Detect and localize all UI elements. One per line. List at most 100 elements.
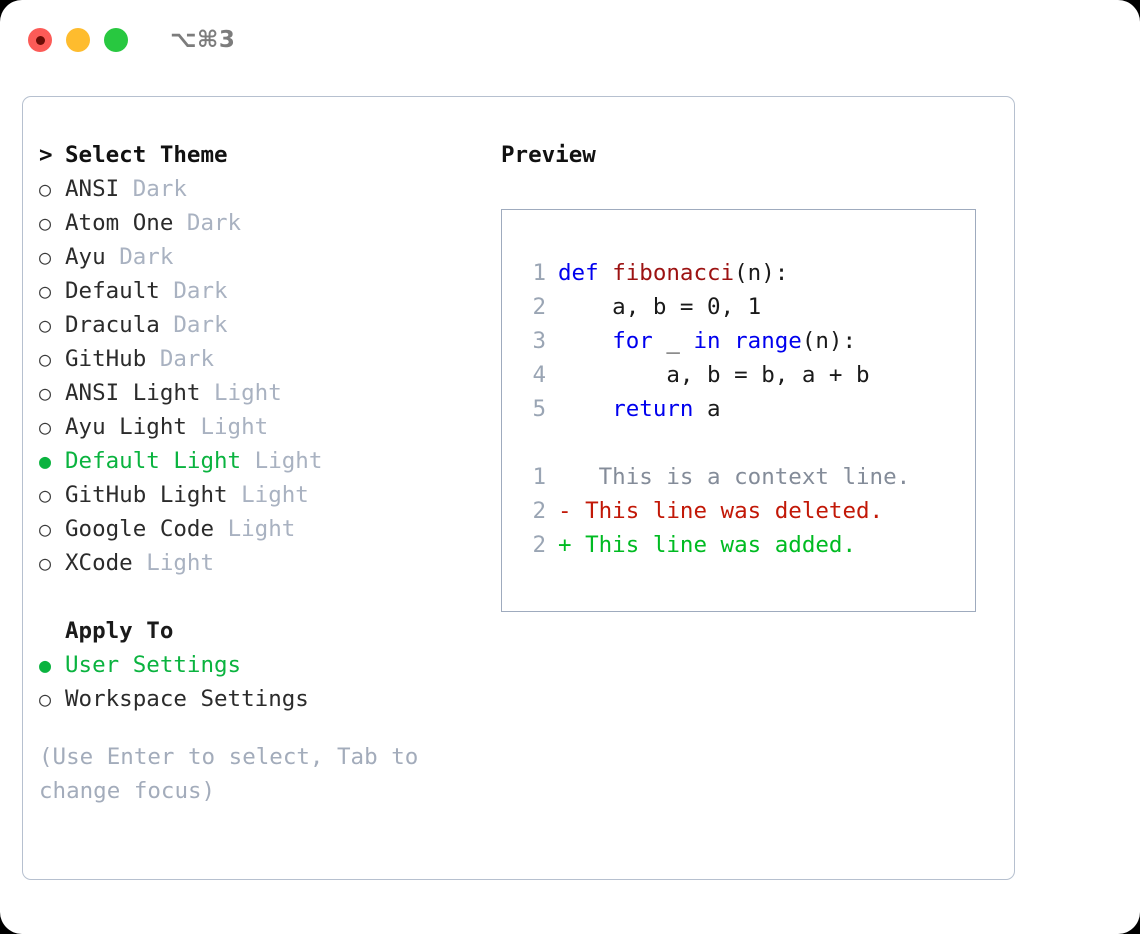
- theme-list-item[interactable]: ○GitHub Light Light: [39, 478, 479, 512]
- apply-to-header: ○Apply To: [39, 614, 479, 648]
- diff-sign: -: [558, 498, 572, 524]
- label-gap: [133, 546, 147, 580]
- line-number: 5: [532, 396, 546, 422]
- theme-variant-label: Dark: [173, 312, 228, 338]
- label-gap: [214, 512, 228, 546]
- list-spacer: [39, 580, 479, 614]
- label-gap: [160, 308, 174, 342]
- code-line: 1 def fibonacci(n):: [520, 256, 910, 290]
- code-token: [558, 396, 612, 422]
- code-token: (n):: [734, 260, 789, 286]
- apply-to-label: Workspace Settings: [65, 686, 309, 712]
- minimize-button-icon[interactable]: [66, 28, 90, 52]
- code-token: def: [558, 260, 613, 286]
- theme-variant-label: Dark: [173, 278, 228, 304]
- radio-selected-icon: ●: [39, 653, 52, 677]
- theme-name-label: Default: [65, 278, 160, 304]
- apply-to-header-label: Apply To: [65, 618, 174, 644]
- theme-list-item[interactable]: ○ANSI Dark: [39, 172, 479, 206]
- code-token: range: [734, 328, 802, 354]
- radio-unselected-icon: ○: [39, 381, 52, 405]
- code-token: fibonacci: [612, 260, 735, 286]
- theme-variant-label: Dark: [159, 346, 215, 372]
- line-number: 2: [532, 294, 546, 320]
- code-token: (n):: [801, 328, 857, 354]
- apply-to-list: ● User Settings ○ Workspace Settings: [39, 648, 479, 716]
- diff-sign: +: [558, 532, 572, 558]
- theme-variant-label: Dark: [186, 210, 242, 236]
- radio-unselected-icon: ○: [39, 245, 52, 269]
- theme-variant-label: Light: [227, 516, 296, 542]
- theme-list-item[interactable]: ○GitHub Dark: [39, 342, 479, 376]
- theme-list-item[interactable]: ○ Dracula Dark: [39, 308, 479, 342]
- zoom-button-icon[interactable]: [104, 28, 128, 52]
- radio-unselected-icon: ○: [39, 347, 52, 371]
- apply-to-list-item[interactable]: ○ Workspace Settings: [39, 682, 479, 716]
- theme-variant-label: Dark: [119, 244, 174, 270]
- theme-variant-label: Light: [254, 448, 323, 474]
- radio-unselected-icon: ○: [39, 483, 52, 507]
- diff-line: 1 This is a context line.: [520, 460, 910, 494]
- diff-text: This line was deleted.: [571, 498, 884, 524]
- theme-list: ○ANSI Dark○Atom One Dark○Ayu Dark○Defaul…: [39, 172, 479, 580]
- radio-unselected-icon: ○: [39, 313, 52, 337]
- close-button-icon[interactable]: [28, 28, 52, 52]
- label-gap: [200, 376, 214, 410]
- theme-name-label: GitHub Light: [65, 482, 228, 508]
- label-gap: [119, 172, 133, 206]
- title-bar: ⌥⌘3: [0, 0, 1140, 80]
- select-theme-header: >Select Theme: [39, 138, 479, 172]
- line-number: 2: [532, 498, 546, 524]
- theme-variant-label: Dark: [132, 176, 187, 202]
- code-blank-line: [520, 426, 910, 460]
- theme-name-label: Ayu Light: [65, 414, 187, 440]
- line-number: 1: [532, 260, 546, 286]
- code-token: return: [612, 396, 694, 422]
- apply-to-marker-placeholder: ○: [39, 614, 65, 648]
- theme-list-item[interactable]: ○Default Dark: [39, 274, 479, 308]
- code-line: 5 return a: [520, 392, 910, 426]
- label-gap: [228, 478, 242, 512]
- theme-name-label: Dracula: [65, 312, 160, 338]
- radio-unselected-icon: ○: [39, 415, 52, 439]
- radio-unselected-icon: ○: [39, 687, 52, 711]
- label-gap: [241, 444, 255, 478]
- apply-to-list-item[interactable]: ● User Settings: [39, 648, 479, 682]
- radio-unselected-icon: ○: [39, 551, 52, 575]
- theme-name-label: XCode: [65, 550, 133, 576]
- label-gap: [173, 206, 187, 240]
- select-theme-header-label: Select Theme: [65, 142, 228, 168]
- theme-name-label: ANSI: [65, 176, 120, 202]
- code-token: [721, 328, 735, 354]
- line-number: 4: [532, 362, 546, 388]
- traffic-light-group: [28, 28, 128, 52]
- theme-list-item[interactable]: ●Default Light Light: [39, 444, 479, 478]
- diff-line: 2+ This line was added.: [520, 528, 910, 562]
- apply-to-label: User Settings: [65, 652, 242, 678]
- theme-selection-column: >Select Theme ○ANSI Dark○Atom One Dark○A…: [39, 138, 479, 808]
- radio-unselected-icon: ○: [39, 211, 52, 235]
- theme-list-item[interactable]: ○ Ayu Dark: [39, 240, 479, 274]
- theme-variant-label: Light: [200, 414, 269, 440]
- keyboard-hint-text: (Use Enter to select, Tab to change focu…: [39, 744, 419, 804]
- theme-list-item[interactable]: ○ XCode Light: [39, 546, 479, 580]
- preview-title: Preview: [501, 142, 596, 168]
- theme-list-item[interactable]: ○ Atom One Dark: [39, 206, 479, 240]
- theme-list-item[interactable]: ○ANSI Light Light: [39, 376, 479, 410]
- code-token: a: [693, 396, 721, 422]
- keyboard-shortcut-label: ⌥⌘3: [170, 27, 236, 53]
- diff-text: This line was added.: [571, 532, 857, 558]
- theme-list-item[interactable]: ○ Ayu Light Light: [39, 410, 479, 444]
- diff-line: 2- This line was deleted.: [520, 494, 910, 528]
- diff-sign: [558, 464, 572, 490]
- main-panel: >Select Theme ○ANSI Dark○Atom One Dark○A…: [22, 96, 1015, 880]
- theme-variant-label: Light: [146, 550, 215, 576]
- radio-selected-icon: ●: [39, 449, 52, 473]
- theme-name-label: Ayu: [65, 244, 106, 270]
- theme-name-label: Atom One: [65, 210, 174, 236]
- radio-unselected-icon: ○: [39, 517, 52, 541]
- theme-list-item[interactable]: ○Google Code Light: [39, 512, 479, 546]
- label-gap: [106, 240, 120, 274]
